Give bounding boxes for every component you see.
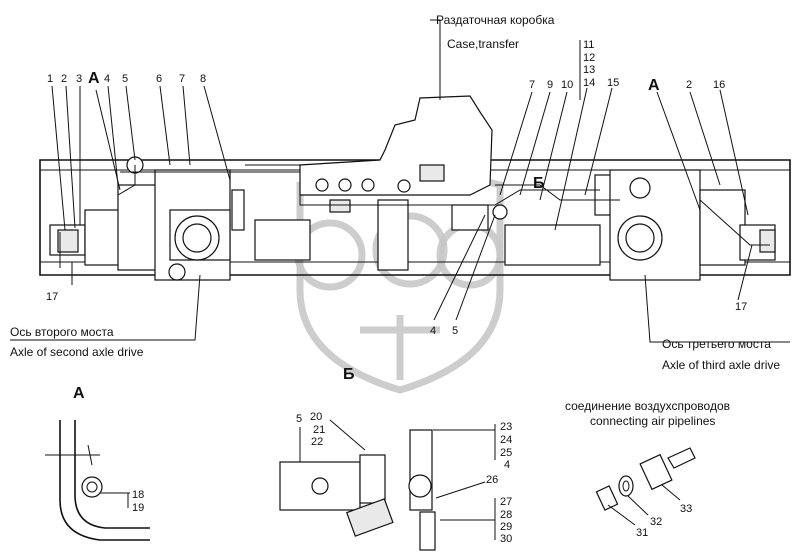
callout: 33 <box>680 503 692 515</box>
callout: 18 <box>132 489 144 501</box>
callout: 3 <box>76 73 82 85</box>
transfer-case <box>299 95 493 271</box>
leader-lines <box>10 19 790 343</box>
view-a-marker-left: А <box>88 70 100 87</box>
second-axle-drive <box>49 156 311 281</box>
callout: 16 <box>713 79 725 91</box>
callout: 22 <box>311 436 323 448</box>
connect-ru-label: соединение воздухспроводов <box>565 399 730 413</box>
callout: 5 <box>452 325 458 337</box>
air-pipelines <box>59 164 770 268</box>
callout: 2 <box>686 79 692 91</box>
detail-a-title: А <box>73 385 85 402</box>
callout: 25 <box>500 447 512 459</box>
callout: 8 <box>200 73 206 85</box>
view-a-marker-right: А <box>648 77 660 94</box>
detail-a: А 18 19 <box>45 385 150 541</box>
callout: 12 <box>583 52 595 64</box>
callout: 17 <box>46 291 58 303</box>
callout: 5 <box>296 413 302 425</box>
connect-en-label: connecting air pipelines <box>590 414 715 428</box>
callout: 1 <box>47 73 53 85</box>
top-labels: Раздаточная коробка Case,transfer А А Б … <box>88 13 660 383</box>
callout: 14 <box>583 77 595 89</box>
callout: 29 <box>500 521 512 533</box>
callout: 10 <box>561 79 573 91</box>
callouts-upper: 1 2 3 4 5 6 7 8 7 9 10 11 12 13 14 15 2 … <box>46 39 747 337</box>
callout: 4 <box>504 459 510 471</box>
callout: 5 <box>122 73 128 85</box>
detail-b: 5 20 21 22 23 24 25 4 26 27 28 29 30 <box>279 411 512 551</box>
third-axle-en-label: Axle of third axle drive <box>662 358 780 372</box>
callout: 11 <box>583 39 594 51</box>
callout: 6 <box>156 73 162 85</box>
third-axle-drive <box>451 169 776 281</box>
callout: 13 <box>583 64 595 76</box>
callout: 23 <box>500 421 512 433</box>
callout: 4 <box>430 325 436 337</box>
callout: 32 <box>650 516 662 528</box>
transfer-case-en-label: Case,transfer <box>447 37 519 51</box>
transfer-case-ru-label: Раздаточная коробка <box>436 13 555 27</box>
pipe-connection-detail: соединение воздухспроводов connecting ai… <box>565 399 730 539</box>
second-axle-ru-label: Ось второго моста <box>10 325 114 339</box>
third-axle-ru-label: Ось третьего моста <box>662 337 771 351</box>
callout: 27 <box>500 496 512 508</box>
second-axle-en-label: Axle of second axle drive <box>10 345 144 359</box>
view-b-marker-bottom: Б <box>343 366 355 383</box>
callout: 30 <box>500 533 512 545</box>
view-b-marker-top: Б <box>533 175 545 192</box>
callout: 4 <box>104 73 110 85</box>
callout: 24 <box>500 434 512 446</box>
callout: 2 <box>61 73 67 85</box>
callout: 31 <box>636 527 648 539</box>
callout: 19 <box>132 502 144 514</box>
callout: 20 <box>310 411 322 423</box>
callout: 17 <box>735 301 747 313</box>
callout: 28 <box>500 509 512 521</box>
callout: 7 <box>179 73 185 85</box>
axle-labels: Ось второго моста Axle of second axle dr… <box>10 325 780 372</box>
callout: 26 <box>486 474 498 486</box>
callout: 9 <box>547 79 553 91</box>
callout: 15 <box>607 77 619 89</box>
callout: 7 <box>529 79 535 91</box>
callout: 21 <box>313 424 325 436</box>
